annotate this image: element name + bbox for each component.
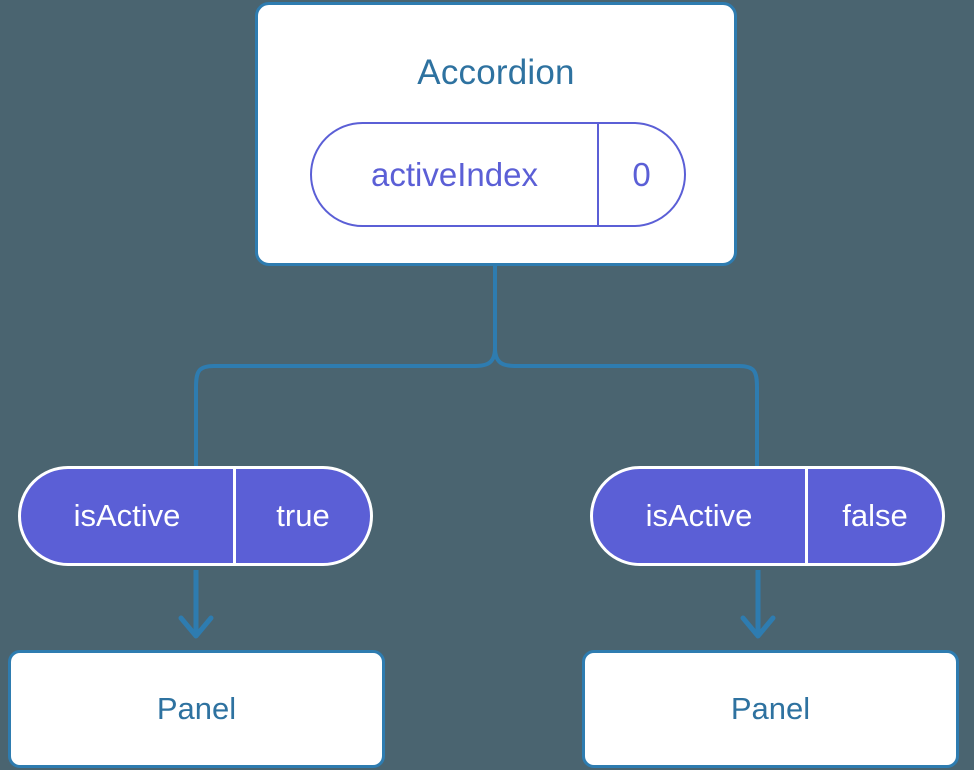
panel-node-right[interactable]: Panel: [582, 650, 959, 768]
state-key-label: activeIndex: [312, 124, 599, 225]
accordion-node[interactable]: Accordion activeIndex 0: [255, 2, 737, 266]
accordion-title: Accordion: [417, 53, 575, 92]
prop-pill-right[interactable]: isActive false: [590, 466, 945, 566]
prop-value-label-left: true: [276, 498, 330, 533]
prop-value-label-right: false: [842, 498, 908, 533]
prop-pill-left[interactable]: isActive true: [18, 466, 373, 566]
arrow-head-right: [740, 615, 776, 639]
accordion-state-pill[interactable]: activeIndex 0: [310, 122, 686, 227]
prop-key-label-left: isActive: [21, 469, 236, 563]
prop-key-label-right: isActive: [593, 469, 808, 563]
state-value-label: 0: [632, 155, 651, 193]
panel-label-left: Panel: [156, 691, 237, 726]
panel-label-right: Panel: [730, 691, 811, 726]
connector-branch-left: [194, 346, 497, 468]
connector-branch-right: [493, 346, 759, 468]
arrow-head-left: [178, 615, 214, 639]
panel-node-left[interactable]: Panel: [8, 650, 385, 768]
